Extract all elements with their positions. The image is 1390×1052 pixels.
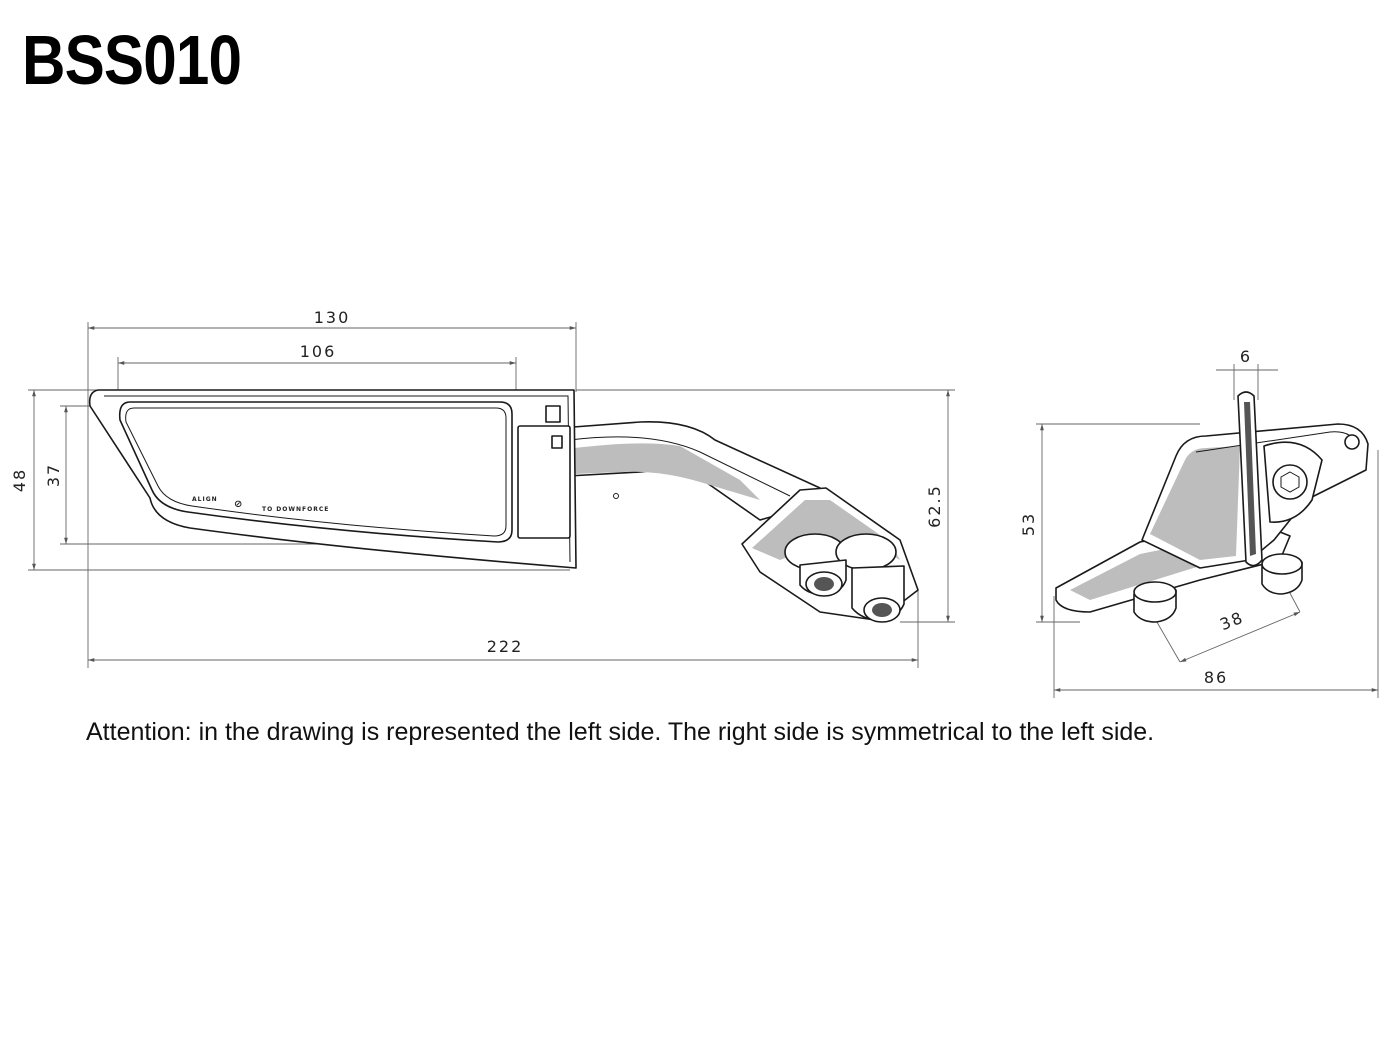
mounting-block xyxy=(741,487,919,623)
mirror-head: ALIGN ⊘ TO DOWNFORCE xyxy=(88,389,577,569)
front-mirror-plate xyxy=(1237,391,1263,567)
front-clamp xyxy=(1263,441,1323,523)
dim-text-6: 6 xyxy=(1240,347,1252,366)
front-view: 6 53 38 86 xyxy=(1019,347,1379,698)
dim-text-53: 53 xyxy=(1019,512,1038,536)
dim-line-38 xyxy=(1179,611,1301,663)
glass-text-right: TO DOWNFORCE xyxy=(262,506,329,513)
dim-text-222: 222 xyxy=(487,637,524,656)
front-extension-lines xyxy=(1036,364,1379,698)
side-view: 130 106 222 48 37 62.5 xyxy=(10,308,955,668)
bolt-icon xyxy=(1272,464,1308,500)
dim-text-106: 106 xyxy=(300,342,337,361)
glass-text-left: ALIGN xyxy=(192,496,218,503)
attention-note: Attention: in the drawing is represented… xyxy=(86,718,1155,746)
dim-text-130: 130 xyxy=(314,308,351,327)
dim-text-38: 38 xyxy=(1217,608,1247,635)
mirror-glass xyxy=(118,401,513,543)
glass-symbol: ⊘ xyxy=(234,499,243,510)
dim-text-37: 37 xyxy=(44,463,63,487)
dim-text-48: 48 xyxy=(10,468,29,492)
dim-text-62-5: 62.5 xyxy=(925,484,944,528)
dim-text-86: 86 xyxy=(1204,668,1228,687)
product-code-title: BSS010 xyxy=(22,21,242,99)
